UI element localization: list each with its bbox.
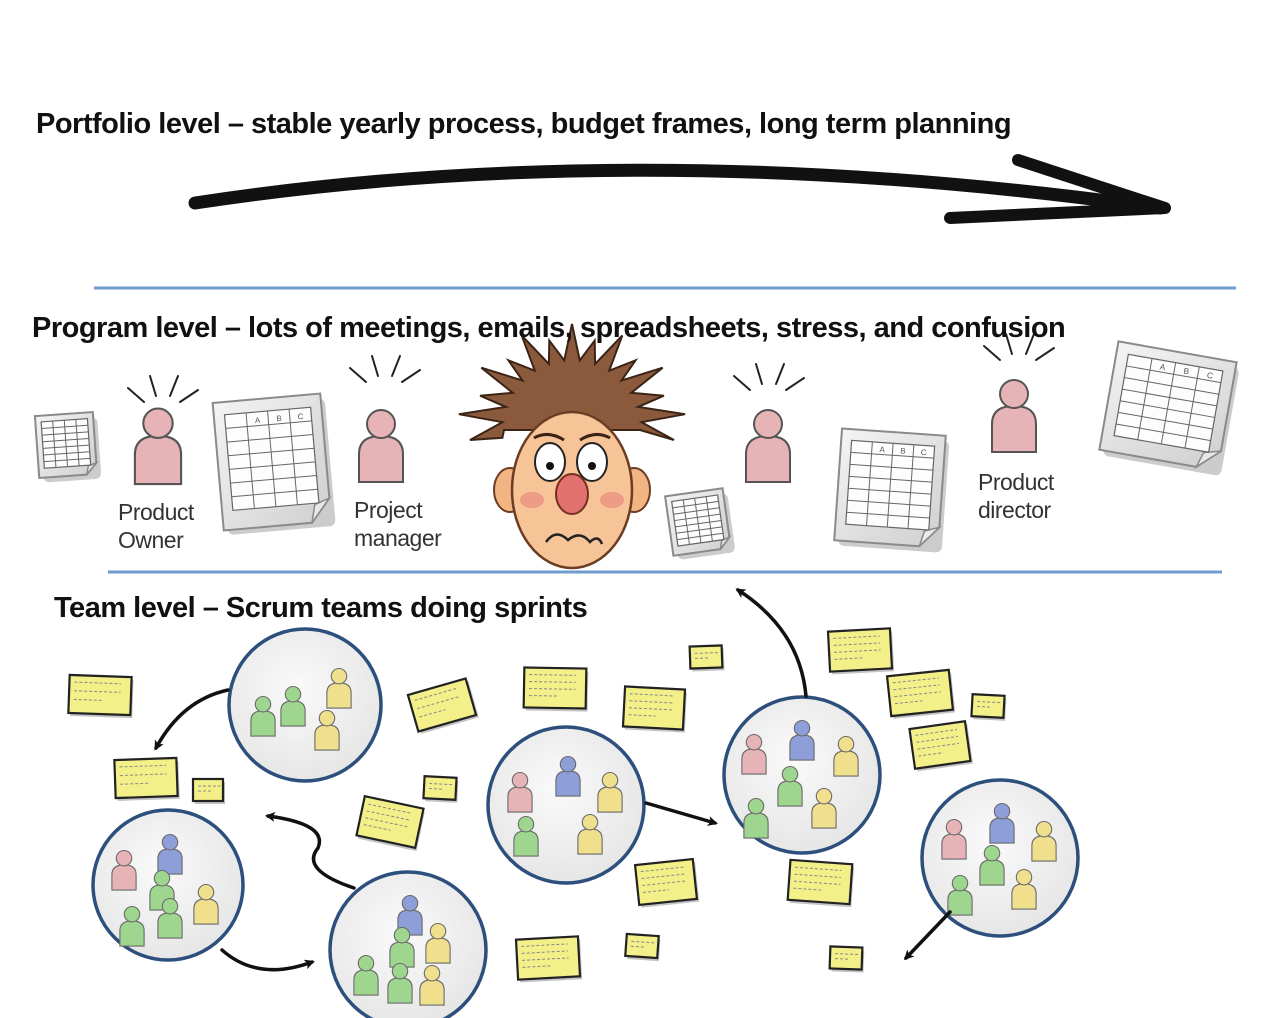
team-member-icon [789,719,815,761]
portfolio-level-title: Portfolio level – stable yearly process,… [36,108,1012,140]
portfolio-arrow-head-icon [944,154,1171,224]
team-member-icon [419,964,445,1006]
team-member-icon [326,667,352,709]
team-member-icon [555,755,581,797]
product-director-label: Product director [978,469,1054,523]
spreadsheet-column-header: A [879,445,886,454]
spreadsheet-column-header: C [297,412,304,421]
sticky-note-icon [113,756,180,801]
spreadsheet-column-header: C [1206,370,1214,381]
sticky-note-icon [688,644,725,672]
sticky-note-icon [786,858,855,908]
sticky-note-icon [514,935,583,983]
team-member-icon [1011,868,1037,910]
product-owner-label: Product Owner [118,499,194,553]
flow-arrow-icon [265,811,356,890]
spreadsheet-icon-left: A B C [211,392,336,535]
team-member-icon [353,954,379,996]
spreadsheet-column-header: B [1183,366,1191,377]
team-member-icon [577,813,603,855]
sticky-note-icon [908,720,973,772]
flow-arrow-icon [644,801,718,826]
team-member-icon [1031,820,1057,862]
team-member-icon [157,897,183,939]
team-member-icon [513,815,539,857]
sticky-note-icon [355,794,425,852]
spreadsheet-column-header: A [1159,362,1167,373]
team-member-icon [389,926,415,968]
team-member-icon [507,771,533,813]
scrum-team-circle-1 [227,627,383,783]
team-member-icon [387,962,413,1004]
team-member-icon [425,922,451,964]
sticky-note-icon [67,673,134,719]
spreadsheet-icon-small-left [33,410,102,483]
sticky-note-icon [970,693,1007,721]
sticky-note-icon [624,932,661,962]
person-icon-product-director [991,379,1037,453]
team-member-icon [280,685,306,727]
team-member-icon [833,735,859,777]
team-member-icon [947,874,973,916]
person-icon-project-manager [358,409,404,483]
team-member-icon [149,869,175,911]
team-member-icon [941,818,967,860]
stress-rays-icon-product-owner [127,375,199,403]
spreadsheet-column-header: C [921,448,928,457]
team-member-icon [777,765,803,807]
team-member-icon [741,733,767,775]
project-manager-label: Project manager [354,497,442,551]
stress-rays-icon-product-director [983,333,1055,361]
flow-arrow-icon [735,588,808,698]
spreadsheet-column-header: A [254,416,261,425]
flow-arrow-icon [154,688,230,751]
sticky-note-icon [885,668,956,719]
team-member-icon [119,905,145,947]
flow-arrow-icon [220,948,315,972]
sticky-note-icon [633,857,700,908]
stress-rays-icon-project-manager [349,355,421,383]
stress-rays-icon-stakeholder [733,363,805,391]
sticky-note-icon [191,777,225,804]
sticky-note-icon [422,775,459,803]
team-member-icon [111,849,137,891]
team-level-title: Team level – Scrum teams doing sprints [54,592,588,624]
sticky-note-icon [406,677,479,734]
spreadsheet-icon-center: A B C [833,427,950,553]
spreadsheet-icon-right: A B C [1098,340,1239,476]
person-icon-product-owner [133,407,183,486]
team-member-icon [193,883,219,925]
sticky-note-icon [828,945,865,973]
team-member-icon [597,771,623,813]
sticky-note-icon [826,627,895,675]
team-member-icon [811,787,837,829]
program-level-title: Program level – lots of meetings, emails… [32,312,1066,344]
team-member-icon [157,833,183,875]
person-icon-stakeholder [745,409,791,483]
team-member-icon [743,797,769,839]
sticky-note-icon [522,666,589,712]
spreadsheet-icon-small-center [663,487,735,560]
team-member-icon [250,695,276,737]
team-member-icon [989,802,1015,844]
spreadsheet-column-header: B [276,414,282,423]
flow-arrow-icon [903,910,952,961]
team-member-icon [314,709,340,751]
portfolio-arrow-icon [188,163,1167,215]
team-member-icon [979,844,1005,886]
spreadsheet-column-header: B [900,446,906,455]
stressed-man-icon [458,323,686,570]
sticky-note-icon [621,685,687,733]
